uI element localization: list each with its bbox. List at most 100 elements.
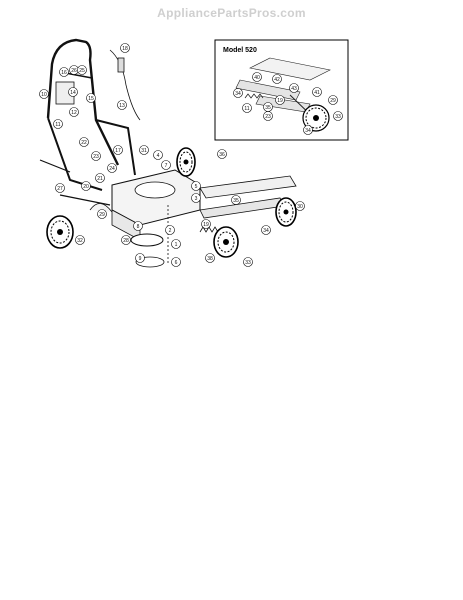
lower-handle-left <box>47 117 103 191</box>
callout-label: 38 <box>207 256 213 262</box>
callout-label: 18 <box>122 46 128 52</box>
inset-callout-label: 41 <box>314 90 320 96</box>
callout-28: 8 <box>133 221 143 231</box>
callout-2: 26 <box>69 65 79 75</box>
callout-label: 26 <box>71 68 77 74</box>
callout-label: 2 <box>169 228 172 234</box>
inset-callout-8: 23 <box>263 111 273 121</box>
callout-14: 24 <box>107 163 117 173</box>
wheel-rear-top <box>176 147 196 177</box>
inset-deck <box>249 57 331 81</box>
callout-label: 1 <box>175 242 178 248</box>
inset-callout-10: 34 <box>303 125 313 135</box>
inset-callout-9: 33 <box>333 111 343 121</box>
callout-21: 7 <box>161 160 171 170</box>
inset-callout-label: 43 <box>291 86 297 92</box>
callout-label: 28 <box>123 238 129 244</box>
callout-32: 35 <box>231 195 241 205</box>
inset-callout-label: 11 <box>244 106 249 112</box>
inset-callout-label: 33 <box>335 114 341 120</box>
callout-0: 18 <box>120 43 130 53</box>
callout-label: 33 <box>245 260 251 266</box>
callout-16: 27 <box>55 183 65 193</box>
main-assembly <box>39 38 297 268</box>
callout-label: 14 <box>70 90 76 96</box>
callout-label: 19 <box>203 222 209 228</box>
inset-callout-0: 40 <box>252 72 262 82</box>
callout-label: 11 <box>55 122 60 128</box>
inset-callout-4: 29 <box>328 95 338 105</box>
callout-31: 6 <box>171 257 181 267</box>
callout-22: 3 <box>191 193 201 203</box>
callout-label: 27 <box>57 186 63 192</box>
callout-13: 31 <box>139 145 149 155</box>
callout-25: 36 <box>217 149 227 159</box>
callout-label: 23 <box>93 154 99 160</box>
callout-label: 4 <box>157 153 160 159</box>
pulley <box>130 233 164 247</box>
callout-26: 19 <box>201 219 211 229</box>
callout-label: 7 <box>165 163 168 169</box>
inset-callout-label: 19 <box>277 98 283 104</box>
callout-label: 9 <box>139 256 142 262</box>
lower-bracket <box>199 197 285 219</box>
callout-12: 23 <box>91 151 101 161</box>
belt-guard <box>89 203 113 213</box>
callout-27: 33 <box>243 257 253 267</box>
inset-callout-label: 42 <box>274 77 280 83</box>
callout-label: 32 <box>77 238 83 244</box>
callout-label: 22 <box>81 140 87 146</box>
callout-label: 21 <box>97 176 103 182</box>
callout-label: 35 <box>233 198 239 204</box>
callout-label: 10 <box>41 92 47 98</box>
front-axle-rod <box>59 194 111 206</box>
callout-label: 3 <box>195 196 198 202</box>
callout-label: 25 <box>79 68 85 74</box>
inset-callout-label: 23 <box>265 114 271 120</box>
callout-label: 29 <box>99 212 105 218</box>
callout-35: 32 <box>75 235 85 245</box>
callout-5: 14 <box>68 87 78 97</box>
inset-callout-6: 11 <box>242 103 252 113</box>
callout-label: 36 <box>219 152 225 158</box>
inset-wheel <box>302 104 330 132</box>
callout-10: 17 <box>113 145 123 155</box>
deck-opening <box>134 181 176 199</box>
callout-label: 6 <box>175 260 178 266</box>
callout-17: 20 <box>81 181 91 191</box>
upper-handle <box>46 38 120 166</box>
callout-36: 38 <box>205 253 215 263</box>
rear-axle-bracket <box>199 175 297 199</box>
inset-title: Model 520 <box>223 47 257 54</box>
callout-label: 24 <box>109 166 115 172</box>
inset-callout-label: 35 <box>265 105 271 111</box>
callout-20: 4 <box>153 150 163 160</box>
main-callouts: 18 16 26 25 10 14 15 13 12 11 17 22 23 3… <box>39 43 305 267</box>
wheel-front-left <box>46 215 74 249</box>
inset-callout-label: 34 <box>235 91 241 97</box>
callout-19: 5 <box>191 181 201 191</box>
callout-34: 30 <box>295 201 305 211</box>
rod-front <box>39 159 71 173</box>
inset-callout-3: 41 <box>312 87 322 97</box>
callout-7: 13 <box>117 100 127 110</box>
site-watermark: AppliancePartsPros.com <box>157 6 306 20</box>
callout-29: 28 <box>121 235 131 245</box>
inset-callout-5: 34 <box>233 88 243 98</box>
callout-30: 9 <box>135 253 145 263</box>
inset-callout-label: 34 <box>305 128 311 134</box>
callout-1: 16 <box>59 67 69 77</box>
callout-3: 25 <box>77 65 87 75</box>
wheel-front-right <box>213 226 239 258</box>
inset-callout-2: 43 <box>289 83 299 93</box>
callout-label: 15 <box>88 96 94 102</box>
callout-33: 34 <box>261 225 271 235</box>
inset-callout-label: 29 <box>330 98 336 104</box>
lower-handle-right <box>95 119 136 176</box>
callout-label: 34 <box>263 228 269 234</box>
callout-6: 15 <box>86 93 96 103</box>
callout-23: 2 <box>165 225 175 235</box>
callout-9: 11 <box>53 119 63 129</box>
inset-spring <box>244 93 264 99</box>
callout-label: 12 <box>71 110 77 116</box>
